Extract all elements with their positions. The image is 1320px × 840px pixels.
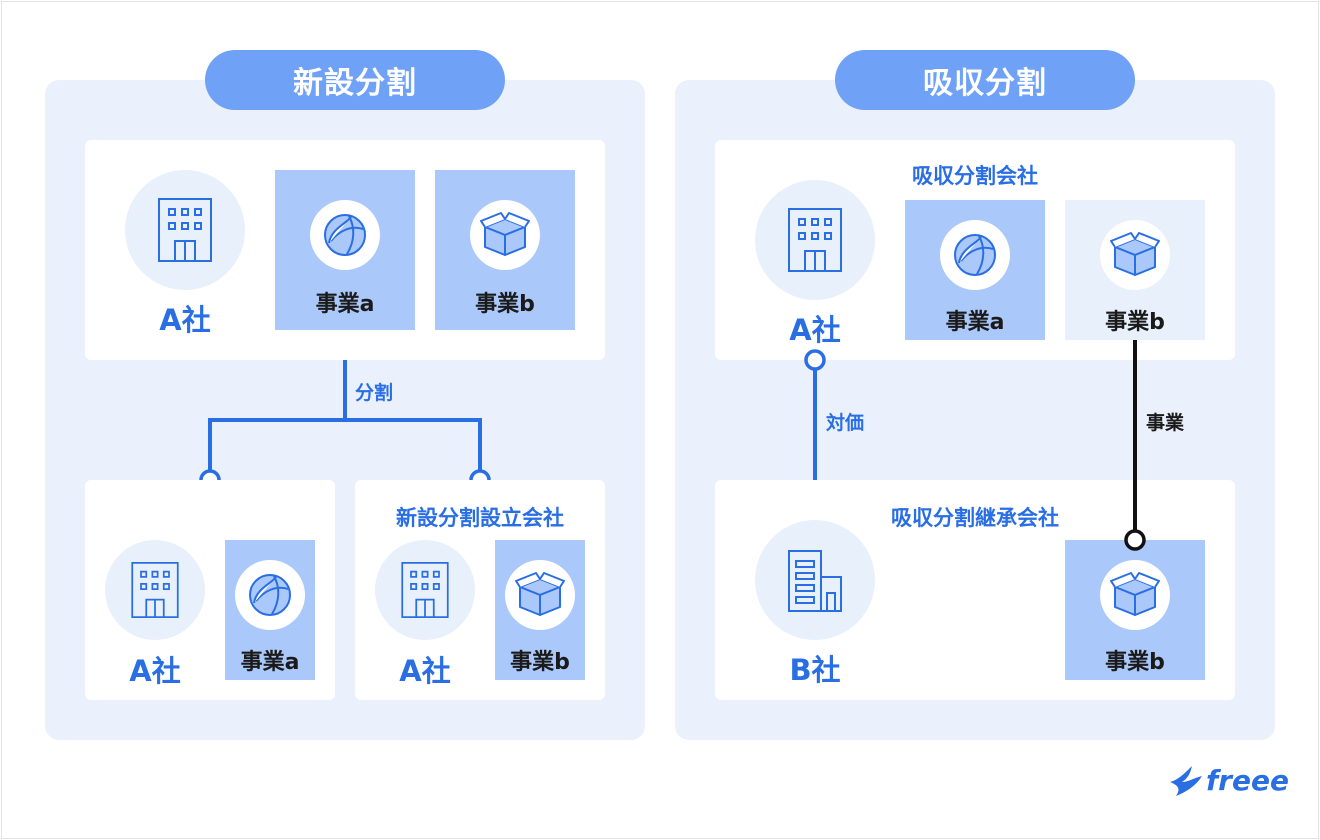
business-a-box: 事業a: [225, 540, 315, 680]
business-transfer-label: 事業: [1146, 412, 1185, 434]
box-icon: [1100, 560, 1170, 630]
box-icon: [505, 560, 575, 630]
business-a-label: 事業a: [945, 310, 1005, 335]
split-label: 分割: [355, 382, 394, 404]
business-b-box: 事業b: [1065, 200, 1205, 340]
new-company-heading: 新設分割設立会社: [396, 506, 564, 530]
company-a-label: A社: [129, 654, 181, 688]
business-b-box: 事業b: [495, 540, 585, 680]
building-icon: [125, 170, 245, 290]
consideration-label: 対価: [826, 412, 865, 434]
ball-icon: [310, 200, 380, 270]
building-icon: [375, 540, 475, 640]
business-a-label: 事業a: [240, 650, 300, 675]
new-split-title: 新設分割: [205, 50, 505, 110]
succeeding-company-heading: 吸収分割継承会社: [891, 506, 1059, 530]
business-b-box: 事業b: [1065, 540, 1205, 680]
business-b-label: 事業b: [1105, 310, 1165, 335]
company-b-label: B社: [789, 653, 841, 687]
bird-icon: [1170, 766, 1202, 796]
business-a-box: 事業a: [275, 170, 415, 330]
building-icon: [105, 540, 205, 640]
freee-logo: freee: [1168, 762, 1289, 798]
ball-icon: [235, 560, 305, 630]
freee-logo-text: freee: [1206, 763, 1289, 797]
business-a-box: 事業a: [905, 200, 1045, 340]
office-building-icon: [755, 520, 875, 640]
company-a-label: A社: [789, 313, 841, 347]
business-b-label: 事業b: [1105, 650, 1165, 675]
box-icon: [1100, 220, 1170, 290]
ball-icon: [940, 220, 1010, 290]
business-b-label: 事業b: [475, 292, 535, 317]
building-icon: [755, 180, 875, 300]
company-a-label: A社: [399, 654, 451, 688]
business-b-box: 事業b: [435, 170, 575, 330]
business-b-label: 事業b: [510, 650, 570, 675]
box-icon: [470, 200, 540, 270]
business-a-label: 事業a: [315, 292, 375, 317]
absorption-split-title: 吸収分割: [835, 50, 1135, 110]
company-a-label: A社: [159, 303, 211, 337]
splitting-company-heading: 吸収分割会社: [912, 164, 1038, 188]
